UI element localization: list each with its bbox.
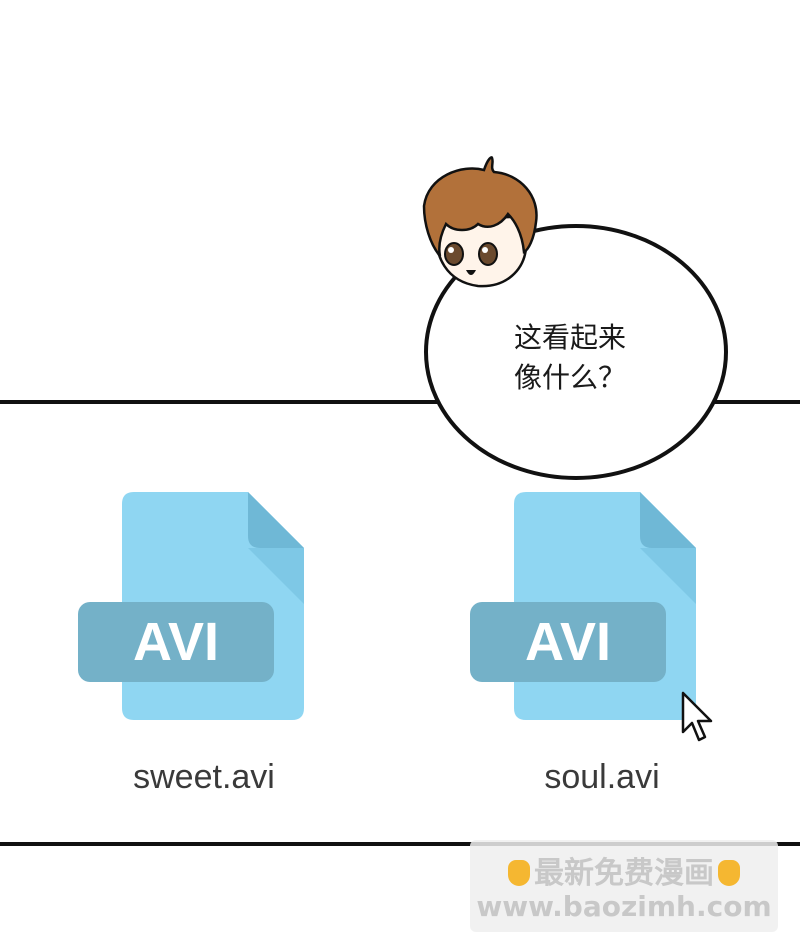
panel-border-bottom: [0, 842, 800, 846]
speech-line-2: 像什么？: [514, 361, 627, 394]
file-name-label[interactable]: soul.avi: [544, 758, 660, 796]
watermark-text-1: 最新免费漫画: [534, 856, 714, 891]
file-soul-avi[interactable]: AVI: [464, 488, 704, 728]
file-sweet-avi[interactable]: AVI: [72, 488, 312, 728]
mouse-cursor-icon: [681, 691, 713, 742]
panel-border-top: [0, 400, 800, 404]
file-badge: AVI: [525, 612, 611, 672]
character-head-icon: [422, 156, 538, 288]
avi-file-icon: AVI: [470, 492, 696, 720]
watermark-line-2: www.baozimh.com: [476, 890, 772, 923]
speech-bubble-text: 这看起来 像什么？: [514, 318, 664, 398]
file-name-label[interactable]: sweet.avi: [133, 758, 275, 796]
watermark: 最新免费漫画 www.baozimh.com: [470, 840, 778, 932]
avi-file-icon: AVI: [78, 492, 304, 720]
speech-line-1: 这看起来: [514, 321, 627, 354]
pointing-hand-icon: [508, 860, 530, 886]
file-badge: AVI: [133, 612, 219, 672]
pointing-hand-icon: [718, 860, 740, 886]
watermark-line-1: 最新免费漫画: [470, 848, 778, 892]
